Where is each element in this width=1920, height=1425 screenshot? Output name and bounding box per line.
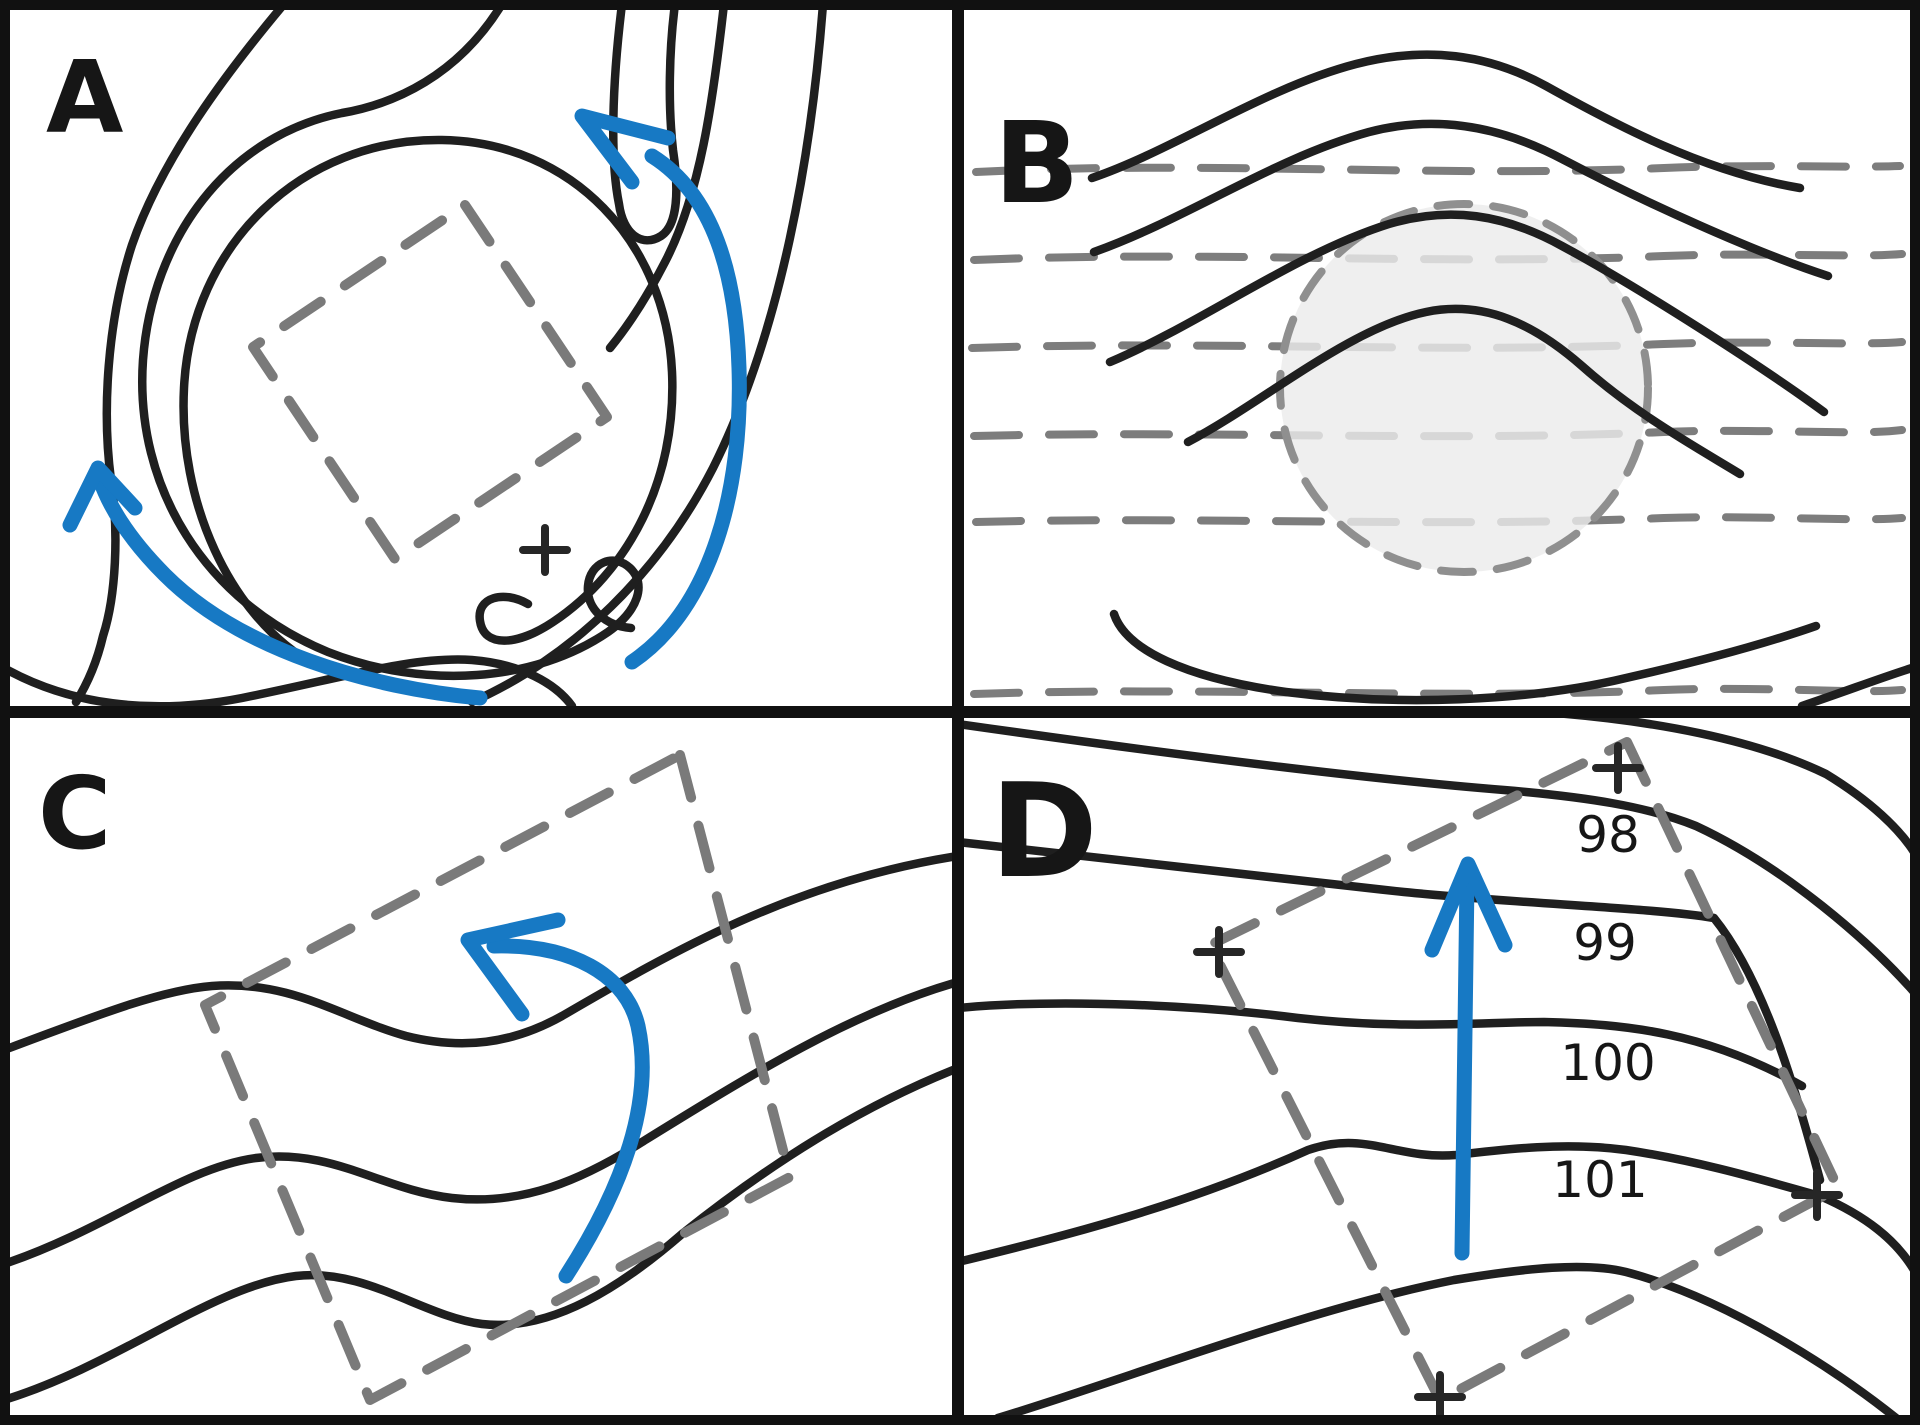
dip-contour [1109,609,1821,705]
inner-contour-hook [179,135,677,667]
rotation-arrow-left-icon [62,460,488,706]
panel-a-canvas: A [10,10,827,706]
bottom-contour [10,655,577,706]
plus-marker-icon [1791,1169,1843,1221]
isobar-contours [964,718,1910,1415]
isobar-label: 100 [1560,1034,1655,1092]
plus-marker-icon [1193,926,1245,978]
outer-contour-2 [467,10,827,706]
flow-arrow-icon [1424,856,1513,1261]
wavy-contours [10,852,952,1403]
deflected-contours [1087,50,1910,706]
outer-contour-1 [605,10,728,353]
left-contour [71,10,285,706]
panel-d-canvas: 98 99 100 101 D [964,718,1910,1415]
panel-b-canvas: B [968,50,1910,706]
panel-c: C [10,718,952,1415]
corner-contour [1797,664,1910,706]
panel-d-letter: D [990,755,1098,907]
dashed-box [248,200,612,564]
plus-marker-icon [1414,1371,1466,1415]
cyclone-contours [10,10,827,706]
middle-contour-hook [138,10,643,681]
dashed-box [1205,737,1843,1405]
panel-b-letter: B [994,99,1079,229]
rotation-arrow-right-icon [574,108,747,670]
isobar-label: 99 [1573,914,1637,972]
panel-b: B [964,10,1910,706]
dashed-streamlines [968,162,1906,698]
plus-marker-icon [1592,742,1644,794]
isobar-label: 98 [1576,806,1640,864]
panel-a-letter: A [46,39,123,156]
flow-arrow-icon [460,912,650,1284]
dashed-box [200,750,795,1405]
isobar-value-labels: 98 99 100 101 [1552,806,1655,1209]
panel-c-letter: C [38,755,111,872]
panel-d: 98 99 100 101 D [964,718,1910,1415]
panel-c-canvas: C [10,750,952,1405]
isobar-label: 101 [1552,1151,1647,1209]
plus-marker-icon [519,524,571,576]
panel-a: A [10,10,952,706]
